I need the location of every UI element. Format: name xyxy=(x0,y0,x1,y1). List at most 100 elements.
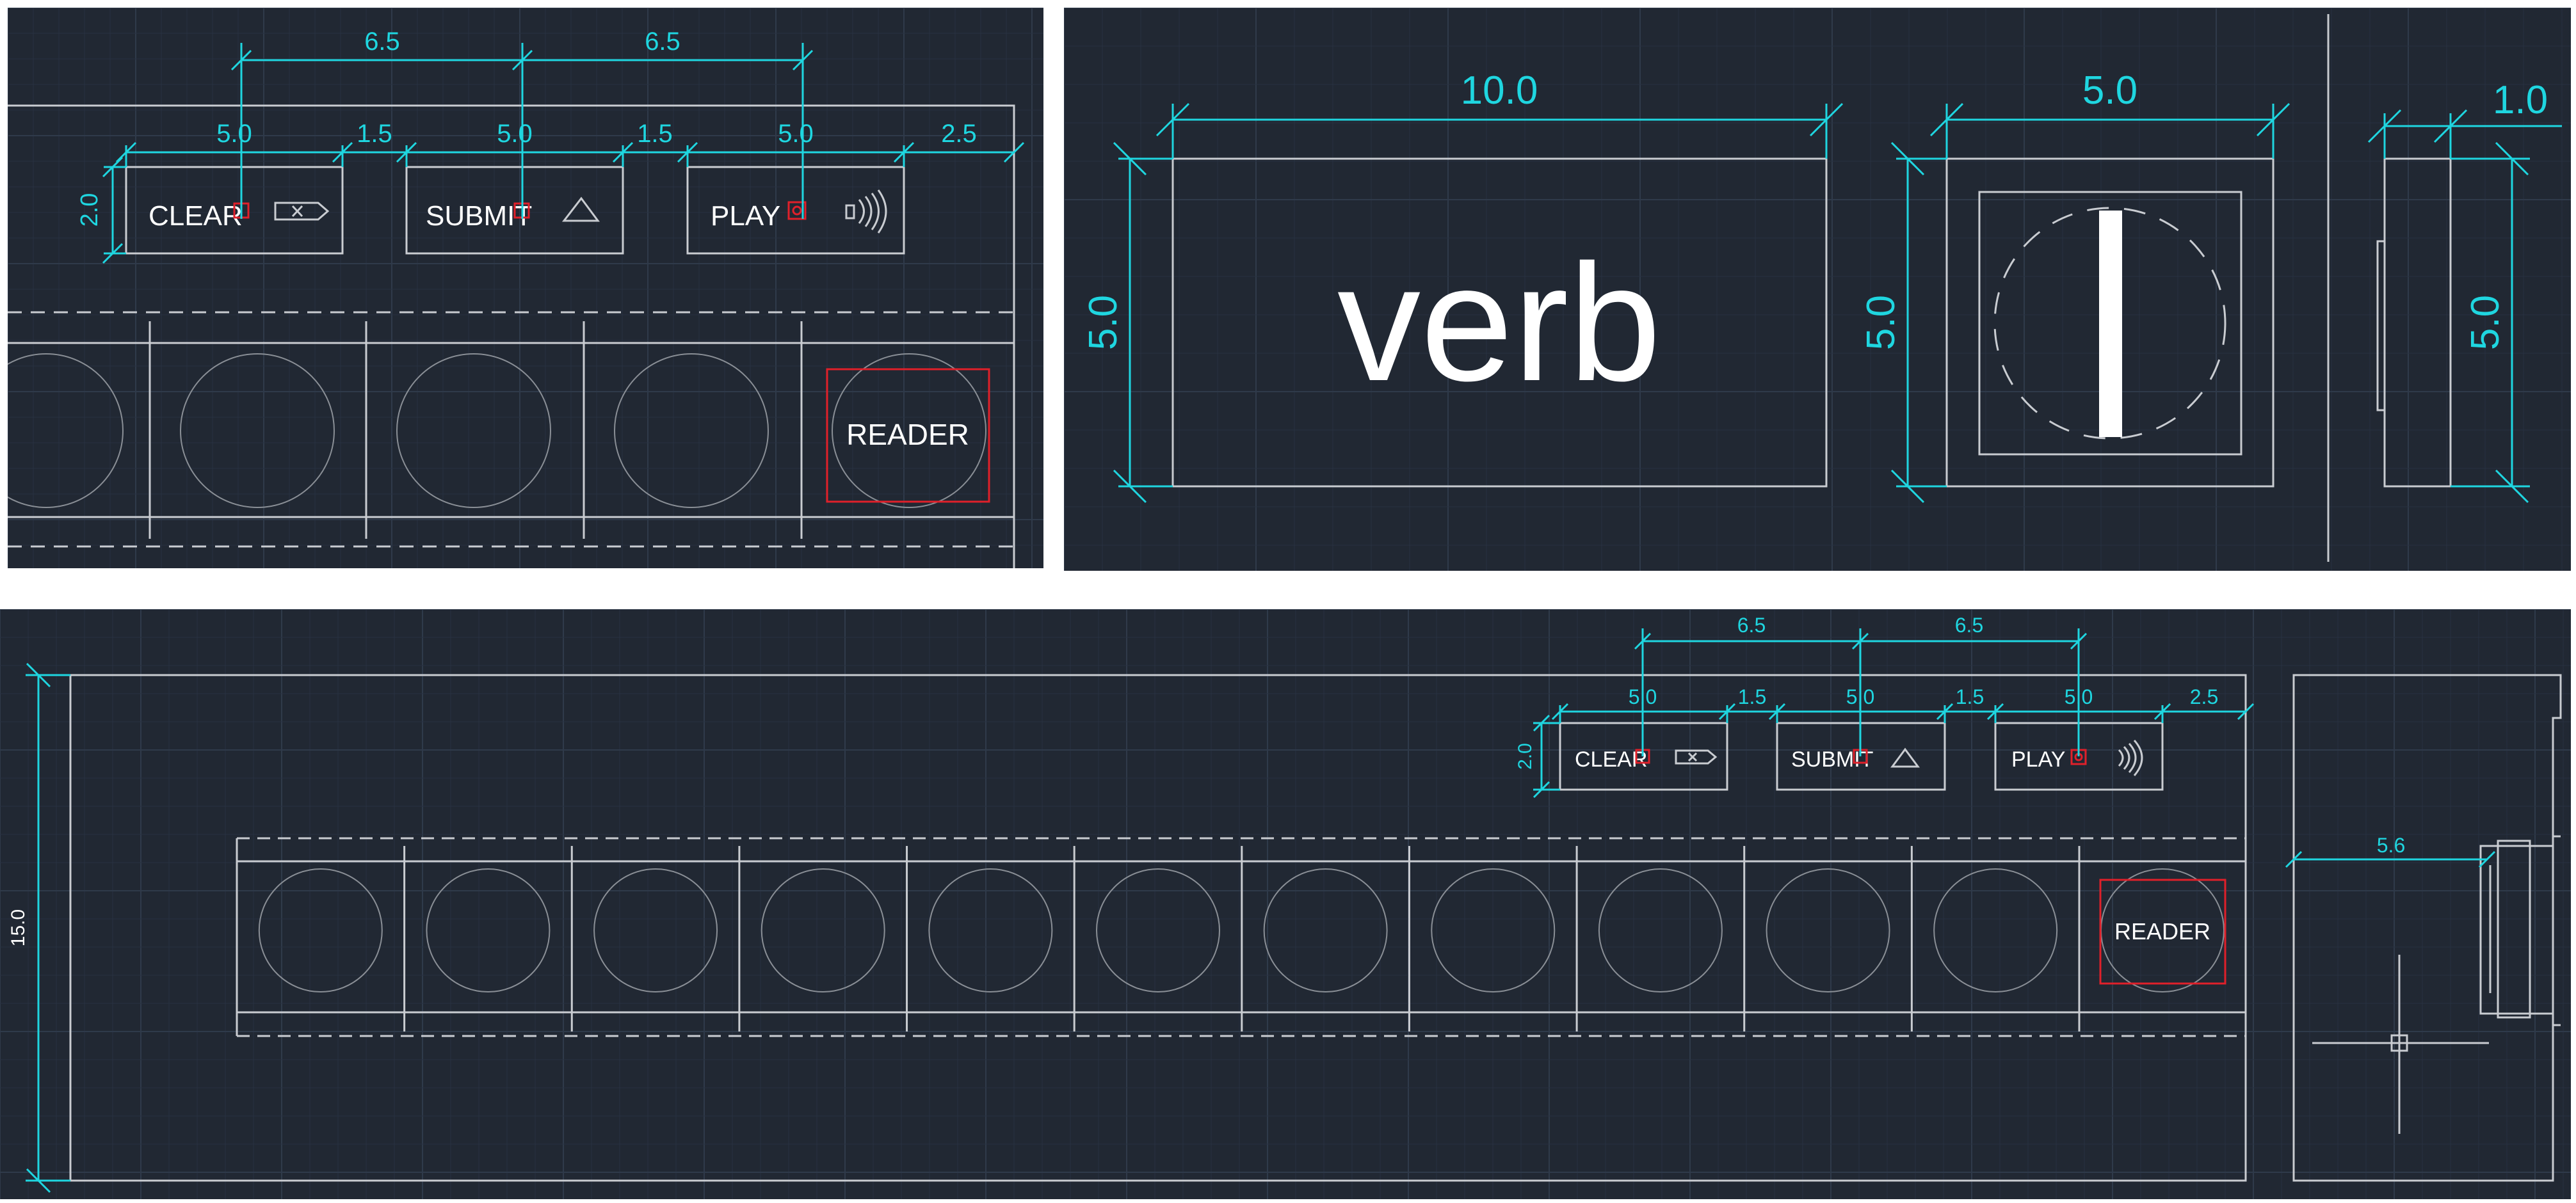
top-left-detail-view: CLEAR SUBMIT PLAY READER 6.5 6.5 5.0 1.5… xyxy=(8,8,1043,568)
dim-label: 6.5 xyxy=(645,28,680,56)
side-clip-outline xyxy=(2479,835,2561,1026)
slot-circle xyxy=(426,868,551,992)
verb-card-outline xyxy=(1171,157,1828,488)
slot-circle xyxy=(180,353,335,508)
dim-tick xyxy=(1533,714,1550,799)
slot-circle xyxy=(928,868,1053,992)
crosshair-box xyxy=(2390,1034,2408,1052)
dim-label: 5.0 xyxy=(216,120,252,148)
dim-label: 5.6 xyxy=(2377,834,2405,857)
dim-label: 5.0 xyxy=(1859,295,1903,350)
dim-label: 1.5 xyxy=(357,120,392,148)
center-marker xyxy=(792,205,802,216)
dim-label: 1.5 xyxy=(1738,685,1766,708)
dim-label: 2.0 xyxy=(76,193,103,227)
bottom-assembly-view: CLEAR SUBMIT PLAY READER xyxy=(0,609,2571,1199)
dim-label: 5.0 xyxy=(2082,68,2137,113)
reader-marker xyxy=(2099,879,2226,985)
dim-tick xyxy=(1113,141,1147,504)
dim-label: 6.5 xyxy=(1955,614,1983,637)
dim-tick xyxy=(230,49,814,71)
housing-outline xyxy=(8,104,1015,568)
dim-label: 6.5 xyxy=(364,28,400,56)
dim-tick xyxy=(115,141,1025,163)
dim-tick xyxy=(2285,850,2496,868)
dim-tick xyxy=(2495,141,2529,504)
slot-circle xyxy=(832,353,986,508)
triangle-icon xyxy=(561,196,600,222)
dim-label: 5.0 xyxy=(2463,295,2508,350)
side-view-outline xyxy=(2292,674,2562,1182)
dim-label: 5.0 xyxy=(497,120,533,148)
dim-tick xyxy=(1890,141,1925,504)
center-marker xyxy=(787,201,807,220)
top-right-parts-canvas: verb 10.0 5.0 5.0 5.0 1.0 5.0 xyxy=(1064,8,2571,571)
housing-outline xyxy=(69,674,2247,1182)
slot-circle xyxy=(1766,868,1890,992)
slot-circle xyxy=(614,353,769,508)
dial-dashed-circle xyxy=(1993,207,2226,440)
dim-label: 2.5 xyxy=(2190,685,2218,708)
submit-button-outline xyxy=(405,166,624,255)
dim-label: 1.0 xyxy=(2493,78,2548,122)
slot-circle xyxy=(8,353,124,508)
dim-label: 1.5 xyxy=(637,120,673,148)
triangle-icon xyxy=(1890,747,1920,768)
reader-label: READER xyxy=(846,418,969,451)
square-part-outer xyxy=(1945,157,2274,488)
dim-label: 2.0 xyxy=(1515,743,1536,770)
dim-label: 6.5 xyxy=(1737,614,1766,637)
clear-button-outline xyxy=(125,166,344,255)
slot-circle xyxy=(396,353,551,508)
side-clip-inner xyxy=(2497,840,2531,1019)
dim-label: 5.0 xyxy=(778,120,814,148)
dim-label: 10.0 xyxy=(1461,68,1538,113)
grid xyxy=(8,8,1043,568)
dim-label: 5.0 xyxy=(2065,685,2093,708)
dim-tick xyxy=(1929,102,2290,137)
slot-circle xyxy=(1933,868,2058,992)
top-left-detail-canvas: CLEAR SUBMIT PLAY READER 6.5 6.5 5.0 1.5… xyxy=(8,8,1043,568)
nfc-icon-waves xyxy=(858,189,887,234)
dial-indicator-bar xyxy=(2099,211,2122,437)
dim-tick xyxy=(2367,109,2468,143)
dim-label: 15.0 xyxy=(8,909,29,946)
slot-circle xyxy=(1598,868,1723,992)
bottom-assembly-canvas: CLEAR SUBMIT PLAY READER xyxy=(0,609,2571,1199)
slot-circle xyxy=(761,868,885,992)
clear-button-label: CLEAR xyxy=(1575,747,1647,772)
slot-circle xyxy=(258,868,383,992)
slot-circle xyxy=(1263,868,1388,992)
backspace-icon-x xyxy=(1687,752,1698,762)
backspace-icon-x xyxy=(291,205,303,218)
dim-label: 5.0 xyxy=(1081,295,1125,350)
slot-circle xyxy=(1096,868,1220,992)
top-right-parts-view: verb 10.0 5.0 5.0 5.0 1.0 5.0 xyxy=(1064,8,2571,571)
slot-circle xyxy=(593,868,718,992)
grid xyxy=(1064,8,2571,571)
nfc-icon-waves xyxy=(2118,740,2143,776)
dim-label: 2.5 xyxy=(941,120,977,148)
backspace-icon xyxy=(1675,749,1718,765)
backspace-icon xyxy=(274,202,330,221)
reader-label: READER xyxy=(2114,918,2210,944)
dim-label: 5.0 xyxy=(1846,685,1874,708)
play-button-label: PLAY xyxy=(2011,747,2065,772)
reader-marker xyxy=(826,368,990,503)
play-button-label: PLAY xyxy=(711,200,780,232)
nfc-icon-box xyxy=(845,204,855,219)
play-button-outline xyxy=(686,166,905,255)
dim-tick xyxy=(1634,632,2088,650)
clear-button-label: CLEAR xyxy=(149,200,243,232)
side-part-tab xyxy=(2376,240,2386,411)
dim-tick xyxy=(102,156,124,264)
verb-label: verb xyxy=(1337,230,1661,416)
dim-tick xyxy=(1155,102,1844,137)
dim-tick xyxy=(26,662,51,1193)
slot-circle xyxy=(1431,868,1556,992)
dim-label: 1.5 xyxy=(1956,685,1984,708)
submit-button-label: SUBMIT xyxy=(426,200,532,232)
dim-label: 5.0 xyxy=(1629,685,1657,708)
dim-tick xyxy=(1551,703,2255,721)
square-part-inner xyxy=(1978,191,2242,456)
